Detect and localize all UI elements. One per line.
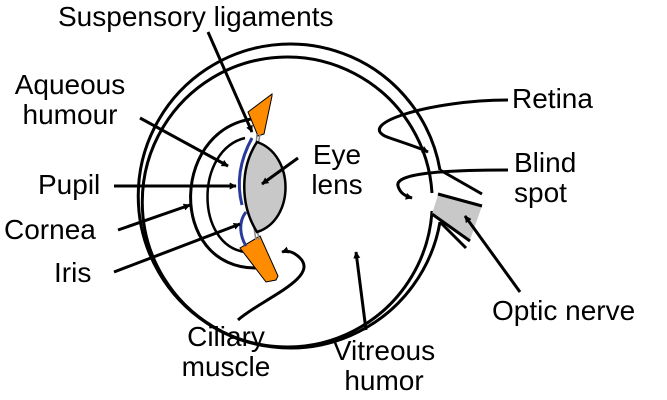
- label-vitreous-humor-line2: humor: [344, 365, 424, 396]
- label-eye-lens: Eye lens: [300, 140, 374, 200]
- label-iris: Iris: [54, 257, 92, 288]
- label-eye-lens-line1: Eye: [312, 139, 362, 170]
- iris-shape: [237, 137, 254, 247]
- label-pupil: Pupil: [38, 169, 101, 200]
- label-optic-nerve: Optic nerve: [492, 295, 636, 326]
- label-aqueous-humour: Aqueous humour: [2, 70, 138, 130]
- label-blind-spot-line2: spot: [514, 177, 567, 208]
- label-ciliary-muscle-line2: muscle: [181, 351, 271, 382]
- label-aqueous-humour-line1: Aqueous: [14, 69, 126, 100]
- ciliary-muscle-bottom: [239, 235, 279, 283]
- cornea-inner: [206, 136, 246, 254]
- label-vitreous-humor: Vitreous humor: [314, 336, 454, 396]
- label-cornea: Cornea: [4, 214, 96, 245]
- label-retina: Retina: [512, 83, 593, 114]
- cornea-shape: [189, 116, 263, 270]
- sclera-outer: [136, 42, 442, 350]
- label-aqueous-humour-line2: humour: [22, 99, 118, 130]
- label-eye-lens-line2: lens: [311, 169, 363, 200]
- label-blind-spot: Blind spot: [514, 148, 576, 208]
- ciliary-muscle-top: [247, 93, 273, 137]
- lens-shape: [243, 140, 287, 234]
- label-ciliary-muscle-line1: Ciliary: [187, 321, 265, 352]
- label-blind-spot-line1: Blind: [514, 147, 577, 178]
- optic-nerve-shape: [432, 195, 482, 240]
- label-arrows: [113, 31, 522, 331]
- label-ciliary-muscle: Ciliary muscle: [160, 322, 292, 382]
- label-vitreous-humor-line1: Vitreous: [332, 335, 436, 366]
- label-suspensory-ligaments: Suspensory ligaments: [58, 1, 334, 32]
- retina-line: [140, 55, 434, 349]
